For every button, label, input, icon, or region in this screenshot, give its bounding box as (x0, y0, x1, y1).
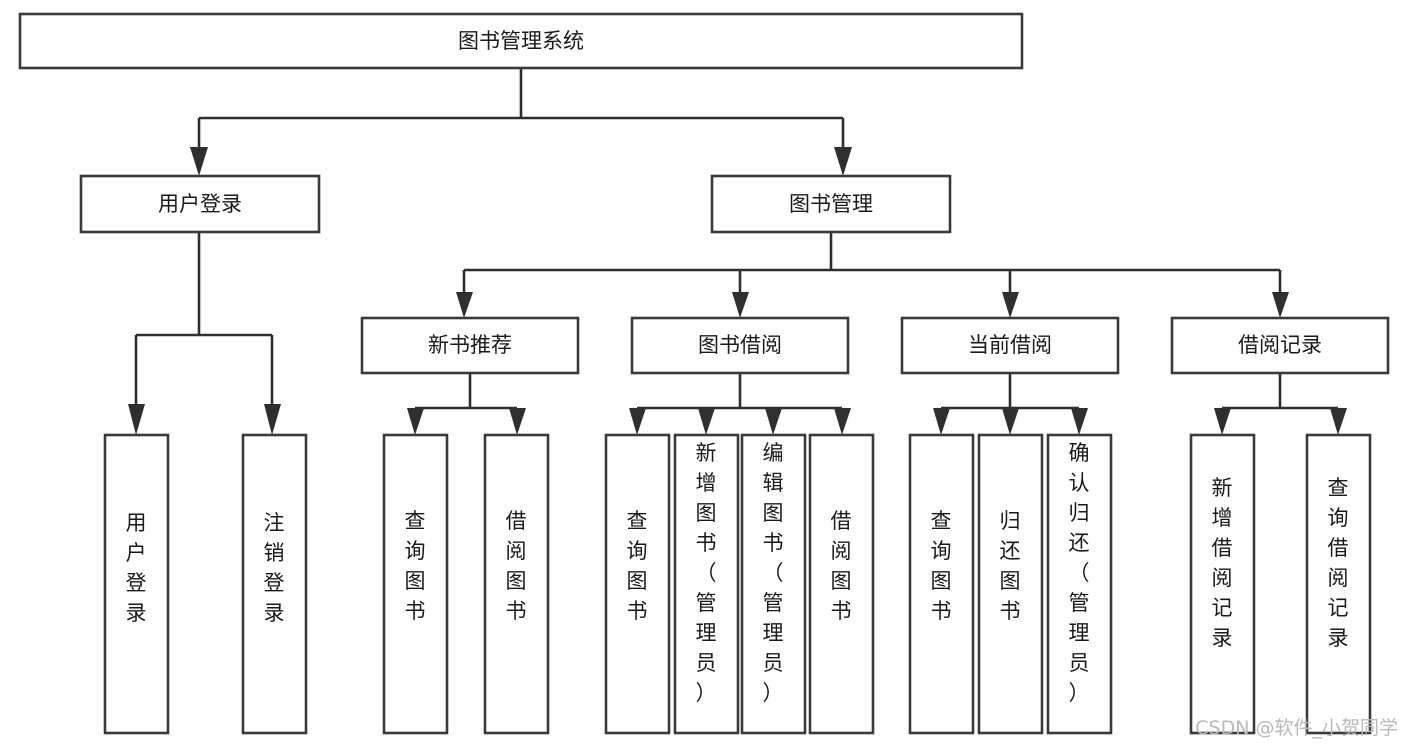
node-leaf-edit-book[interactable]: 编辑图书（管理员） (740, 433, 807, 735)
node-leaf-return-book-box[interactable] (977, 433, 1044, 735)
node-leaf-query-book-2-box[interactable] (604, 433, 671, 735)
node-leaf-confirm-return-box[interactable] (1046, 433, 1113, 735)
arrow-head-borrow-record (1272, 292, 1289, 318)
node-leaf-logout-box[interactable] (241, 433, 308, 735)
node-leaf-query-record[interactable]: 查询借阅记录 (1305, 433, 1372, 735)
node-leaf-borrow-book-1[interactable]: 借阅图书 (483, 433, 550, 735)
node-leaf-return-book-label: 归还图书 (1000, 509, 1021, 623)
node-leaf-borrow-book-1-box[interactable] (483, 433, 550, 735)
arrow-head-leaf-user-login (128, 404, 145, 435)
arrow-head-leaf-query-book-3 (933, 408, 950, 435)
arrow-head-leaf-query-record (1330, 408, 1347, 435)
node-book-mgmt[interactable]: 图书管理 (710, 174, 952, 234)
arrow-head-leaf-logout (264, 404, 281, 435)
node-leaf-user-login[interactable]: 用户登录 (103, 433, 170, 735)
node-leaf-query-book-3-box[interactable] (908, 433, 975, 735)
arrow-head-current-borrow (1002, 292, 1019, 318)
arrow-head-leaf-borrow-book-1 (509, 408, 526, 435)
node-leaf-user-login-label: 用户登录 (126, 511, 147, 625)
node-leaf-add-record-label: 新增借阅记录 (1212, 476, 1233, 650)
node-leaf-add-record-box[interactable] (1189, 433, 1256, 735)
node-leaf-add-book[interactable]: 新增图书（管理员） (673, 433, 740, 735)
arrow-head-leaf-borrow-book-2 (834, 408, 851, 435)
node-leaf-query-book-1-box[interactable] (382, 433, 449, 735)
node-leaf-logout[interactable]: 注销登录 (241, 433, 308, 735)
node-book-borrow-label: 图书借阅 (698, 333, 782, 357)
arrow-head-leaf-add-record (1214, 408, 1231, 435)
node-book-mgmt-box[interactable] (710, 174, 952, 234)
node-leaf-query-book-1-label: 查询图书 (405, 509, 426, 623)
arrow-head-user-login (190, 147, 208, 176)
node-book-borrow[interactable]: 图书借阅 (630, 316, 850, 375)
node-leaf-borrow-book-1-label: 借阅图书 (506, 509, 527, 623)
node-current-borrow-label: 当前借阅 (968, 333, 1052, 357)
node-leaf-borrow-book-2[interactable]: 借阅图书 (808, 433, 875, 735)
node-user-login-box[interactable] (79, 174, 321, 234)
node-current-borrow-box[interactable] (900, 316, 1120, 375)
node-leaf-edit-book-box[interactable] (740, 433, 807, 735)
node-leaf-query-book-3-label: 查询图书 (931, 509, 952, 623)
node-borrow-record-box[interactable] (1170, 316, 1390, 375)
node-leaf-query-book-2[interactable]: 查询图书 (604, 433, 671, 735)
node-leaf-add-record[interactable]: 新增借阅记录 (1189, 433, 1256, 735)
arrow-head-leaf-edit-book (765, 408, 782, 435)
arrow-head-leaf-query-book-2 (629, 408, 646, 435)
node-leaf-confirm-return[interactable]: 确认归还（管理员） (1046, 433, 1113, 735)
node-leaf-confirm-return-label: 确认归还（管理员） (1069, 441, 1090, 705)
arrow-head-book-mgmt (834, 147, 852, 176)
node-leaf-query-record-box[interactable] (1305, 433, 1372, 735)
node-leaf-add-book-box[interactable] (673, 433, 740, 735)
node-leaf-add-book-label: 新增图书（管理员） (696, 441, 717, 705)
arrow-head-new-book-rec (456, 292, 473, 318)
connector-layer (128, 68, 1347, 435)
node-book-borrow-box[interactable] (630, 316, 850, 375)
node-leaf-borrow-book-2-box[interactable] (808, 433, 875, 735)
node-borrow-record-label: 借阅记录 (1238, 333, 1322, 357)
node-user-login-label: 用户登录 (158, 192, 242, 216)
node-borrow-record[interactable]: 借阅记录 (1170, 316, 1390, 375)
node-new-book-rec-box[interactable] (360, 316, 580, 375)
arrow-head-leaf-confirm-return (1071, 408, 1088, 435)
node-new-book-rec[interactable]: 新书推荐 (360, 316, 580, 375)
node-leaf-borrow-book-2-label: 借阅图书 (831, 509, 852, 623)
node-root-label: 图书管理系统 (458, 29, 584, 53)
node-leaf-edit-book-label: 编辑图书（管理员） (763, 441, 784, 705)
node-new-book-rec-label: 新书推荐 (428, 333, 512, 357)
node-leaf-query-book-1[interactable]: 查询图书 (382, 433, 449, 735)
node-leaf-query-book-3[interactable]: 查询图书 (908, 433, 975, 735)
node-leaf-return-book[interactable]: 归还图书 (977, 433, 1044, 735)
node-leaf-user-login-box[interactable] (103, 433, 170, 735)
node-leaf-query-record-label: 查询借阅记录 (1328, 476, 1349, 650)
arrow-head-leaf-return-book (1002, 408, 1019, 435)
arrow-head-leaf-add-book (698, 408, 715, 435)
node-root-box[interactable] (18, 12, 1024, 70)
arrow-head-leaf-query-book-1 (407, 408, 424, 435)
csdn-watermark: CSDN @软件_小贺同学 (1195, 717, 1398, 739)
node-user-login[interactable]: 用户登录 (79, 174, 321, 234)
arrow-head-book-borrow (732, 292, 749, 318)
node-leaf-query-book-2-label: 查询图书 (627, 509, 648, 623)
node-current-borrow[interactable]: 当前借阅 (900, 316, 1120, 375)
node-book-mgmt-label: 图书管理 (789, 192, 873, 216)
node-root[interactable]: 图书管理系统 (18, 12, 1024, 70)
node-leaf-logout-label: 注销登录 (264, 511, 285, 625)
